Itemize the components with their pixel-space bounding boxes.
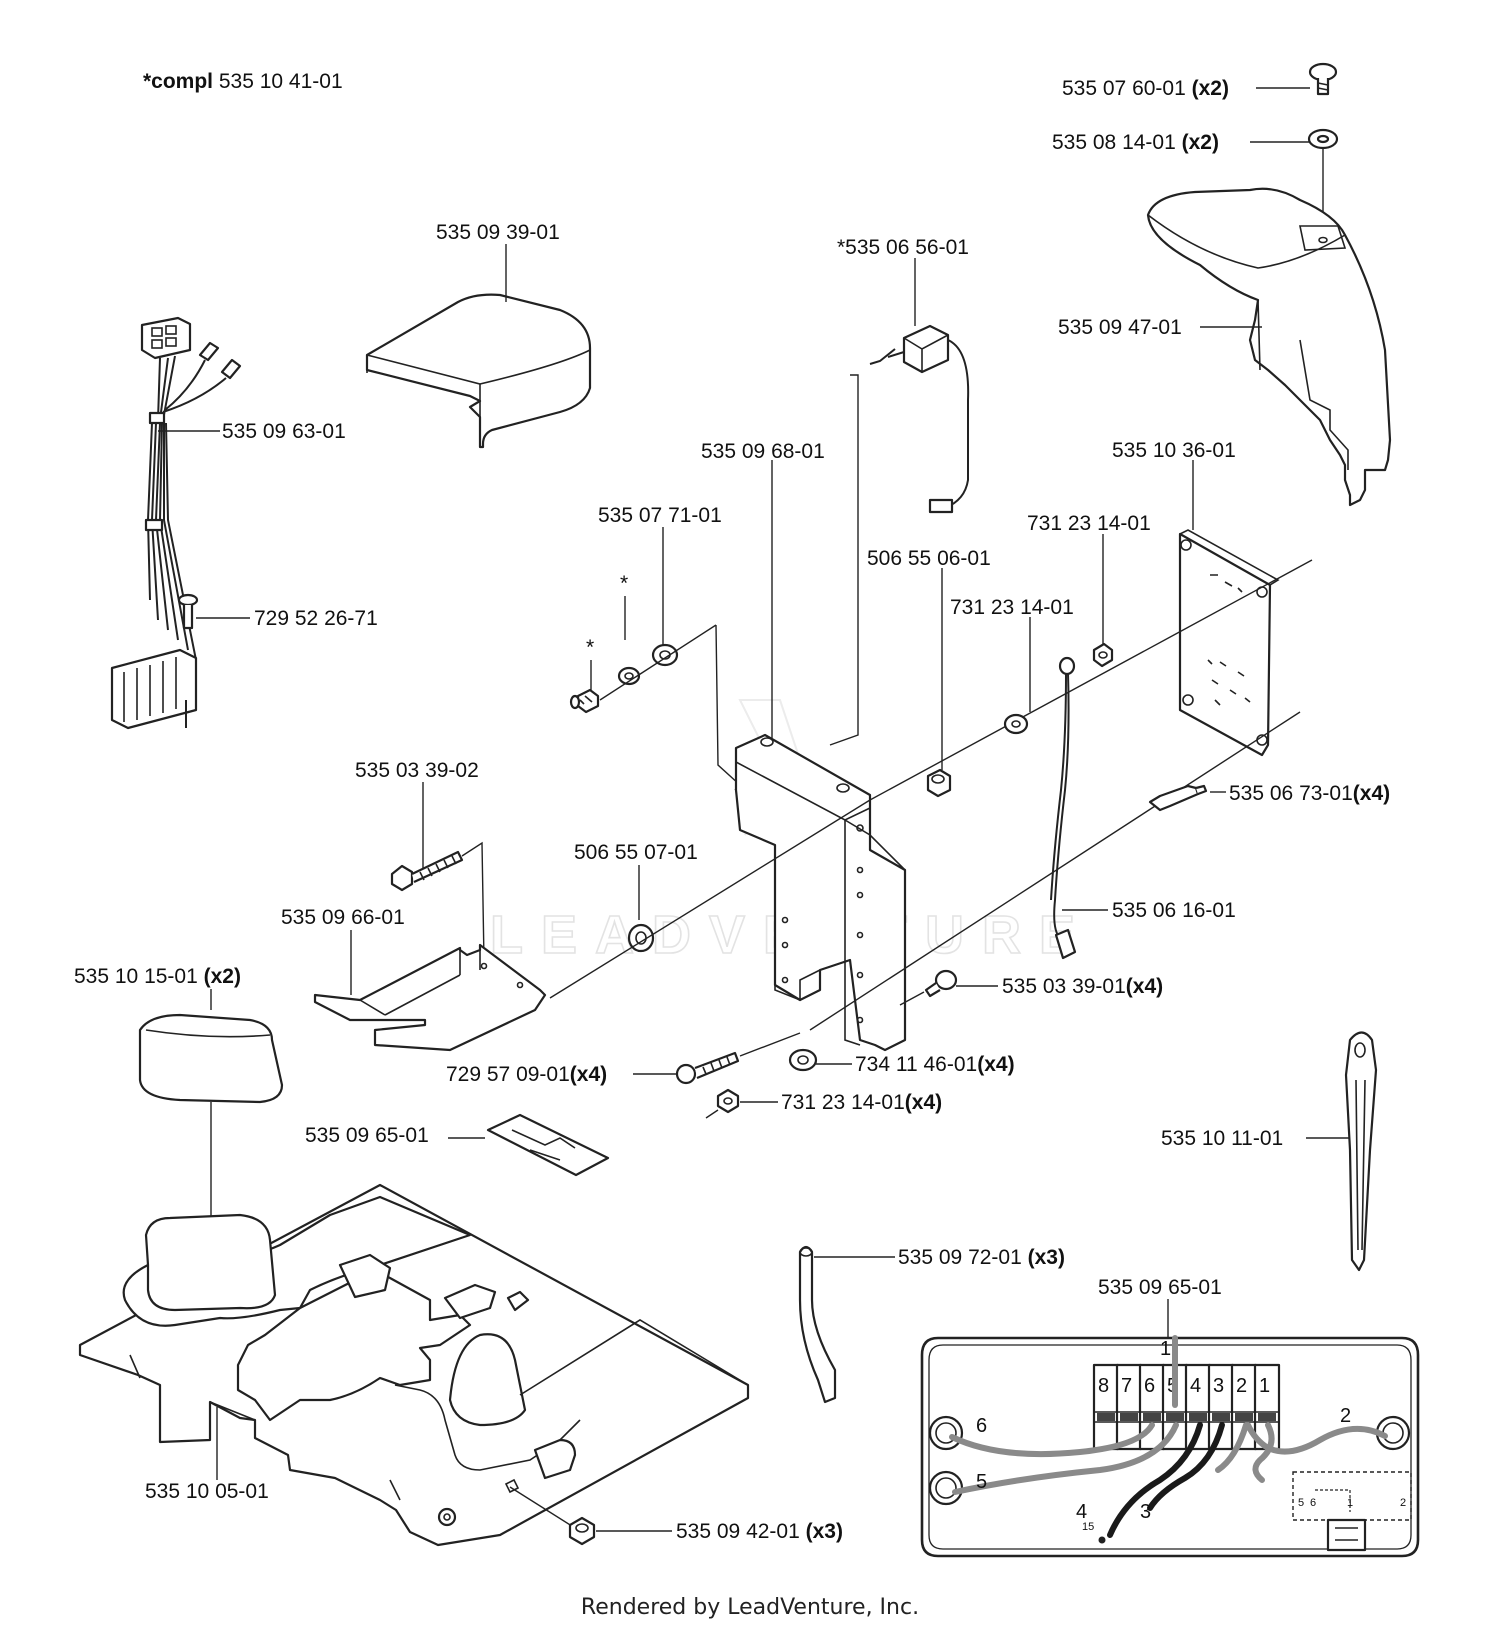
label-nut-c: 731 23 14-01(x4) [781, 1091, 942, 1114]
label-plate: 535 09 66-01 [281, 906, 405, 929]
nut-b-icon [1092, 642, 1114, 668]
label-switch: *535 06 56-01 [837, 236, 969, 259]
axis-washers [599, 624, 717, 701]
washer-a-icon [651, 643, 679, 667]
label-nut-b: 731 23 14-01 [1027, 512, 1151, 535]
asterisk-2: * [586, 636, 594, 659]
axis-plate [549, 799, 871, 999]
axis-switch [829, 374, 859, 746]
wire-number-3: 3 [1140, 1501, 1151, 1523]
bolt-icon [390, 850, 464, 892]
block-mark-2: 2 [1400, 1497, 1406, 1509]
label-cover: 535 09 47-01 [1058, 316, 1182, 339]
small-screw-icon [177, 593, 199, 630]
label-screw-a: 729 52 26-71 [254, 607, 378, 630]
screw-b-icon [924, 969, 958, 998]
wire-number-4: 4 [1076, 1501, 1087, 1523]
block-mark-6: 6 [1310, 1497, 1316, 1509]
label-ground-wire: 535 06 16-01 [1112, 899, 1236, 922]
label-screw-cover: 535 07 60-01 (x2) [1062, 77, 1229, 100]
wire-6 [949, 1422, 1155, 1458]
terminal-number-6: 6 [1144, 1375, 1155, 1397]
plate-icon [313, 943, 547, 1052]
terminal-block-icon [1092, 1363, 1281, 1451]
lid-icon [365, 293, 592, 449]
terminal-number-4: 4 [1190, 1375, 1201, 1397]
label-washer-b: 734 11 46-01(x4) [855, 1053, 1015, 1076]
assembly-title: *compl 535 10 41-01 [143, 70, 343, 93]
cover-washer-icon [1307, 128, 1339, 150]
label-board: 535 10 36-01 [1112, 439, 1236, 462]
label-knob: 535 10 15-01 (x2) [74, 965, 241, 988]
wire-3-loop [1215, 1422, 1275, 1483]
label-screw-b: 535 03 39-01(x4) [1002, 975, 1163, 998]
wire-5 [952, 1422, 1179, 1495]
label-bolt: 535 03 39-02 [355, 759, 479, 782]
axis-screw-c [739, 1032, 801, 1057]
terminal-number-1: 1 [1259, 1375, 1270, 1397]
label-spacer-b: 506 55 07-01 [574, 841, 698, 864]
label-nut-a: 731 23 14-01 [950, 596, 1074, 619]
screw-c-icon [675, 1051, 740, 1085]
axis-board-bottom [809, 711, 1301, 1031]
knob-icon [138, 1013, 284, 1104]
footer-credit: Rendered by LeadVenture, Inc. [580, 1595, 920, 1620]
label-wiring-detail: 535 09 65-01 [1098, 1276, 1222, 1299]
axis-plug [509, 1486, 576, 1529]
standoff-icon [1148, 784, 1208, 812]
terminal-number-7: 7 [1121, 1375, 1132, 1397]
wire-number-6: 6 [976, 1415, 987, 1437]
axis-nut-c [705, 1109, 719, 1119]
cover-screw-icon [1308, 62, 1338, 96]
tool-icon [1344, 1031, 1378, 1272]
label-tool: 535 10 11-01 [1161, 1127, 1283, 1150]
switch-icon [869, 324, 970, 514]
tube-icon [798, 1245, 837, 1404]
label-lid: 535 09 39-01 [436, 221, 560, 244]
label-washer-cover: 535 08 14-01 (x2) [1052, 131, 1219, 154]
block-mark-1: 1 [1347, 1497, 1353, 1509]
chassis-icon [78, 1183, 750, 1547]
terminal-number-8: 8 [1098, 1375, 1109, 1397]
label-screw-c: 729 57 09-01(x4) [446, 1063, 607, 1086]
nut-a-icon [1003, 713, 1029, 735]
wire-4 [1107, 1422, 1203, 1538]
small-washer-icon [617, 666, 641, 686]
pin-number-15: 15 [1082, 1521, 1094, 1533]
plug-icon [568, 1516, 596, 1546]
label-spacer-a: 506 55 06-01 [867, 547, 991, 570]
mounting-bracket-icon [734, 733, 907, 1052]
top-cover-icon [1146, 187, 1392, 507]
wire-harness-icon [110, 316, 242, 730]
label-bracket: 535 09 68-01 [701, 440, 825, 463]
wire-number-5: 5 [976, 1471, 987, 1493]
label-plug: 535 09 42-01 (x3) [676, 1520, 843, 1543]
label-standoff: 535 06 73-01(x4) [1229, 782, 1390, 805]
nut-icon [569, 688, 600, 714]
spacer-a-icon [926, 768, 952, 798]
axis-board-top [869, 559, 1313, 801]
decal-icon [486, 1113, 610, 1177]
block-mark-5: 5 [1298, 1497, 1304, 1509]
terminal-number-3: 3 [1213, 1375, 1224, 1397]
asterisk-1: * [620, 572, 628, 595]
washer-b-icon [788, 1048, 818, 1072]
ground-wire-icon [1050, 656, 1077, 960]
wire-number-2: 2 [1340, 1405, 1351, 1427]
nut-c-icon [716, 1088, 740, 1114]
wire-number-1: 1 [1160, 1338, 1171, 1360]
label-chassis: 535 10 05-01 [145, 1480, 269, 1503]
label-washer-a: 535 07 71-01 [598, 504, 722, 527]
terminal-number-2: 2 [1236, 1375, 1247, 1397]
label-label-part: 535 09 65-01 [305, 1124, 429, 1147]
axis-screw-b [899, 991, 925, 1006]
label-harness: 535 09 63-01 [222, 420, 346, 443]
wire-3 [1147, 1422, 1225, 1511]
circuit-board-icon [1178, 529, 1280, 757]
wire-2 [1245, 1422, 1388, 1455]
label-tube: 535 09 72-01 (x3) [898, 1246, 1065, 1269]
